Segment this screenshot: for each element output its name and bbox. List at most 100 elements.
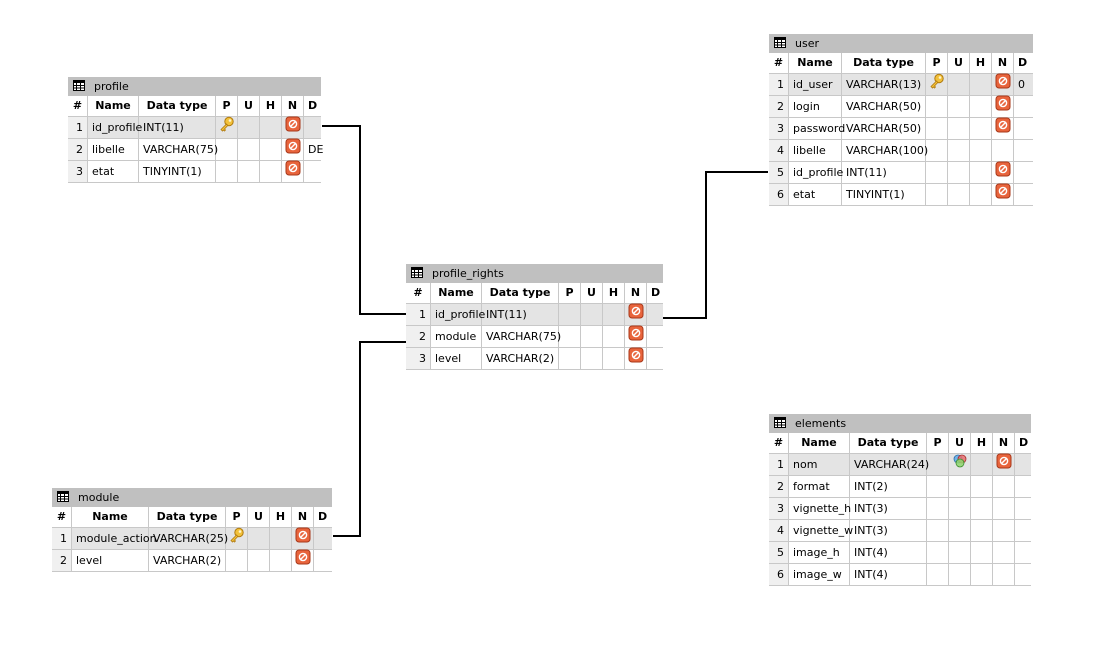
table-title-bar[interactable]: elements bbox=[769, 414, 1031, 433]
primary-key-flag[interactable] bbox=[926, 184, 948, 206]
column-type[interactable]: VARCHAR(50) bbox=[842, 96, 926, 118]
column-name[interactable]: password bbox=[789, 118, 845, 140]
default-value[interactable] bbox=[304, 161, 321, 183]
not-null-flag[interactable] bbox=[993, 498, 1015, 520]
primary-key-flag[interactable] bbox=[926, 140, 948, 162]
column-name[interactable]: login bbox=[789, 96, 842, 118]
column-type[interactable]: VARCHAR(13) bbox=[842, 74, 926, 96]
primary-key-flag[interactable] bbox=[927, 454, 949, 476]
primary-key-flag[interactable] bbox=[559, 304, 581, 326]
column-name[interactable]: nom bbox=[789, 454, 850, 476]
default-value[interactable] bbox=[1014, 184, 1033, 206]
default-value[interactable]: DE bbox=[304, 139, 323, 161]
column-name[interactable]: image_h bbox=[789, 542, 850, 564]
unique-flag[interactable] bbox=[248, 528, 270, 550]
not-null-flag[interactable] bbox=[282, 116, 304, 139]
table-title-bar[interactable]: profile bbox=[68, 77, 321, 96]
hidden-flag[interactable] bbox=[970, 162, 992, 184]
default-value[interactable] bbox=[1014, 118, 1033, 140]
hidden-flag[interactable] bbox=[971, 564, 993, 586]
unique-flag[interactable] bbox=[949, 564, 971, 586]
default-value[interactable] bbox=[1015, 454, 1031, 476]
unique-flag[interactable] bbox=[581, 304, 603, 326]
primary-key-flag[interactable] bbox=[226, 527, 248, 550]
column-name[interactable]: vignette_w bbox=[789, 520, 853, 542]
primary-key-flag[interactable] bbox=[216, 139, 238, 161]
not-null-flag[interactable] bbox=[992, 140, 1014, 162]
primary-key-flag[interactable] bbox=[926, 162, 948, 184]
column-type[interactable]: INT(3) bbox=[850, 498, 927, 520]
hidden-flag[interactable] bbox=[260, 117, 282, 139]
default-value[interactable] bbox=[1015, 520, 1031, 542]
unique-flag[interactable] bbox=[948, 118, 970, 140]
column-name[interactable]: etat bbox=[88, 161, 139, 183]
default-value[interactable]: 0 bbox=[1014, 74, 1033, 96]
not-null-flag[interactable] bbox=[292, 527, 314, 550]
column-type[interactable]: INT(11) bbox=[482, 304, 559, 326]
unique-flag[interactable] bbox=[238, 161, 260, 183]
column-type[interactable]: INT(4) bbox=[850, 564, 927, 586]
primary-key-flag[interactable] bbox=[927, 520, 949, 542]
column-name[interactable]: image_w bbox=[789, 564, 850, 586]
default-value[interactable] bbox=[304, 117, 321, 139]
column-name[interactable]: level bbox=[72, 550, 149, 572]
not-null-flag[interactable] bbox=[993, 476, 1015, 498]
hidden-flag[interactable] bbox=[603, 348, 625, 370]
column-type[interactable]: INT(11) bbox=[139, 117, 216, 139]
column-name[interactable]: id_profile bbox=[431, 304, 485, 326]
column-name[interactable]: id_profile bbox=[88, 117, 142, 139]
primary-key-flag[interactable] bbox=[927, 542, 949, 564]
primary-key-flag[interactable] bbox=[926, 118, 948, 140]
unique-flag[interactable] bbox=[949, 454, 971, 476]
unique-flag[interactable] bbox=[248, 550, 270, 572]
not-null-flag[interactable] bbox=[282, 138, 304, 161]
default-value[interactable] bbox=[314, 528, 332, 550]
not-null-flag[interactable] bbox=[625, 347, 647, 370]
hidden-flag[interactable] bbox=[971, 498, 993, 520]
default-value[interactable] bbox=[314, 550, 332, 572]
column-name[interactable]: level bbox=[431, 348, 482, 370]
not-null-flag[interactable] bbox=[993, 453, 1015, 476]
default-value[interactable] bbox=[647, 348, 663, 370]
default-value[interactable] bbox=[1014, 140, 1033, 162]
column-type[interactable]: VARCHAR(75) bbox=[482, 326, 561, 348]
hidden-flag[interactable] bbox=[970, 74, 992, 96]
hidden-flag[interactable] bbox=[603, 304, 625, 326]
hidden-flag[interactable] bbox=[971, 454, 993, 476]
hidden-flag[interactable] bbox=[260, 139, 282, 161]
hidden-flag[interactable] bbox=[970, 140, 992, 162]
unique-flag[interactable] bbox=[581, 348, 603, 370]
unique-flag[interactable] bbox=[238, 117, 260, 139]
not-null-flag[interactable] bbox=[292, 549, 314, 572]
unique-flag[interactable] bbox=[948, 162, 970, 184]
column-type[interactable]: TINYINT(1) bbox=[139, 161, 216, 183]
hidden-flag[interactable] bbox=[971, 520, 993, 542]
column-type[interactable]: INT(3) bbox=[850, 520, 927, 542]
not-null-flag[interactable] bbox=[993, 520, 1015, 542]
primary-key-flag[interactable] bbox=[216, 161, 238, 183]
primary-key-flag[interactable] bbox=[927, 476, 949, 498]
link-profile-profile-rights[interactable] bbox=[322, 125, 410, 315]
column-type[interactable]: VARCHAR(2) bbox=[482, 348, 559, 370]
table-title-bar[interactable]: profile_rights bbox=[406, 264, 663, 283]
default-value[interactable] bbox=[1015, 476, 1031, 498]
column-type[interactable]: VARCHAR(2) bbox=[149, 550, 226, 572]
column-type[interactable]: INT(11) bbox=[842, 162, 926, 184]
column-type[interactable]: TINYINT(1) bbox=[842, 184, 926, 206]
default-value[interactable] bbox=[1015, 542, 1031, 564]
unique-flag[interactable] bbox=[238, 139, 260, 161]
unique-flag[interactable] bbox=[948, 184, 970, 206]
